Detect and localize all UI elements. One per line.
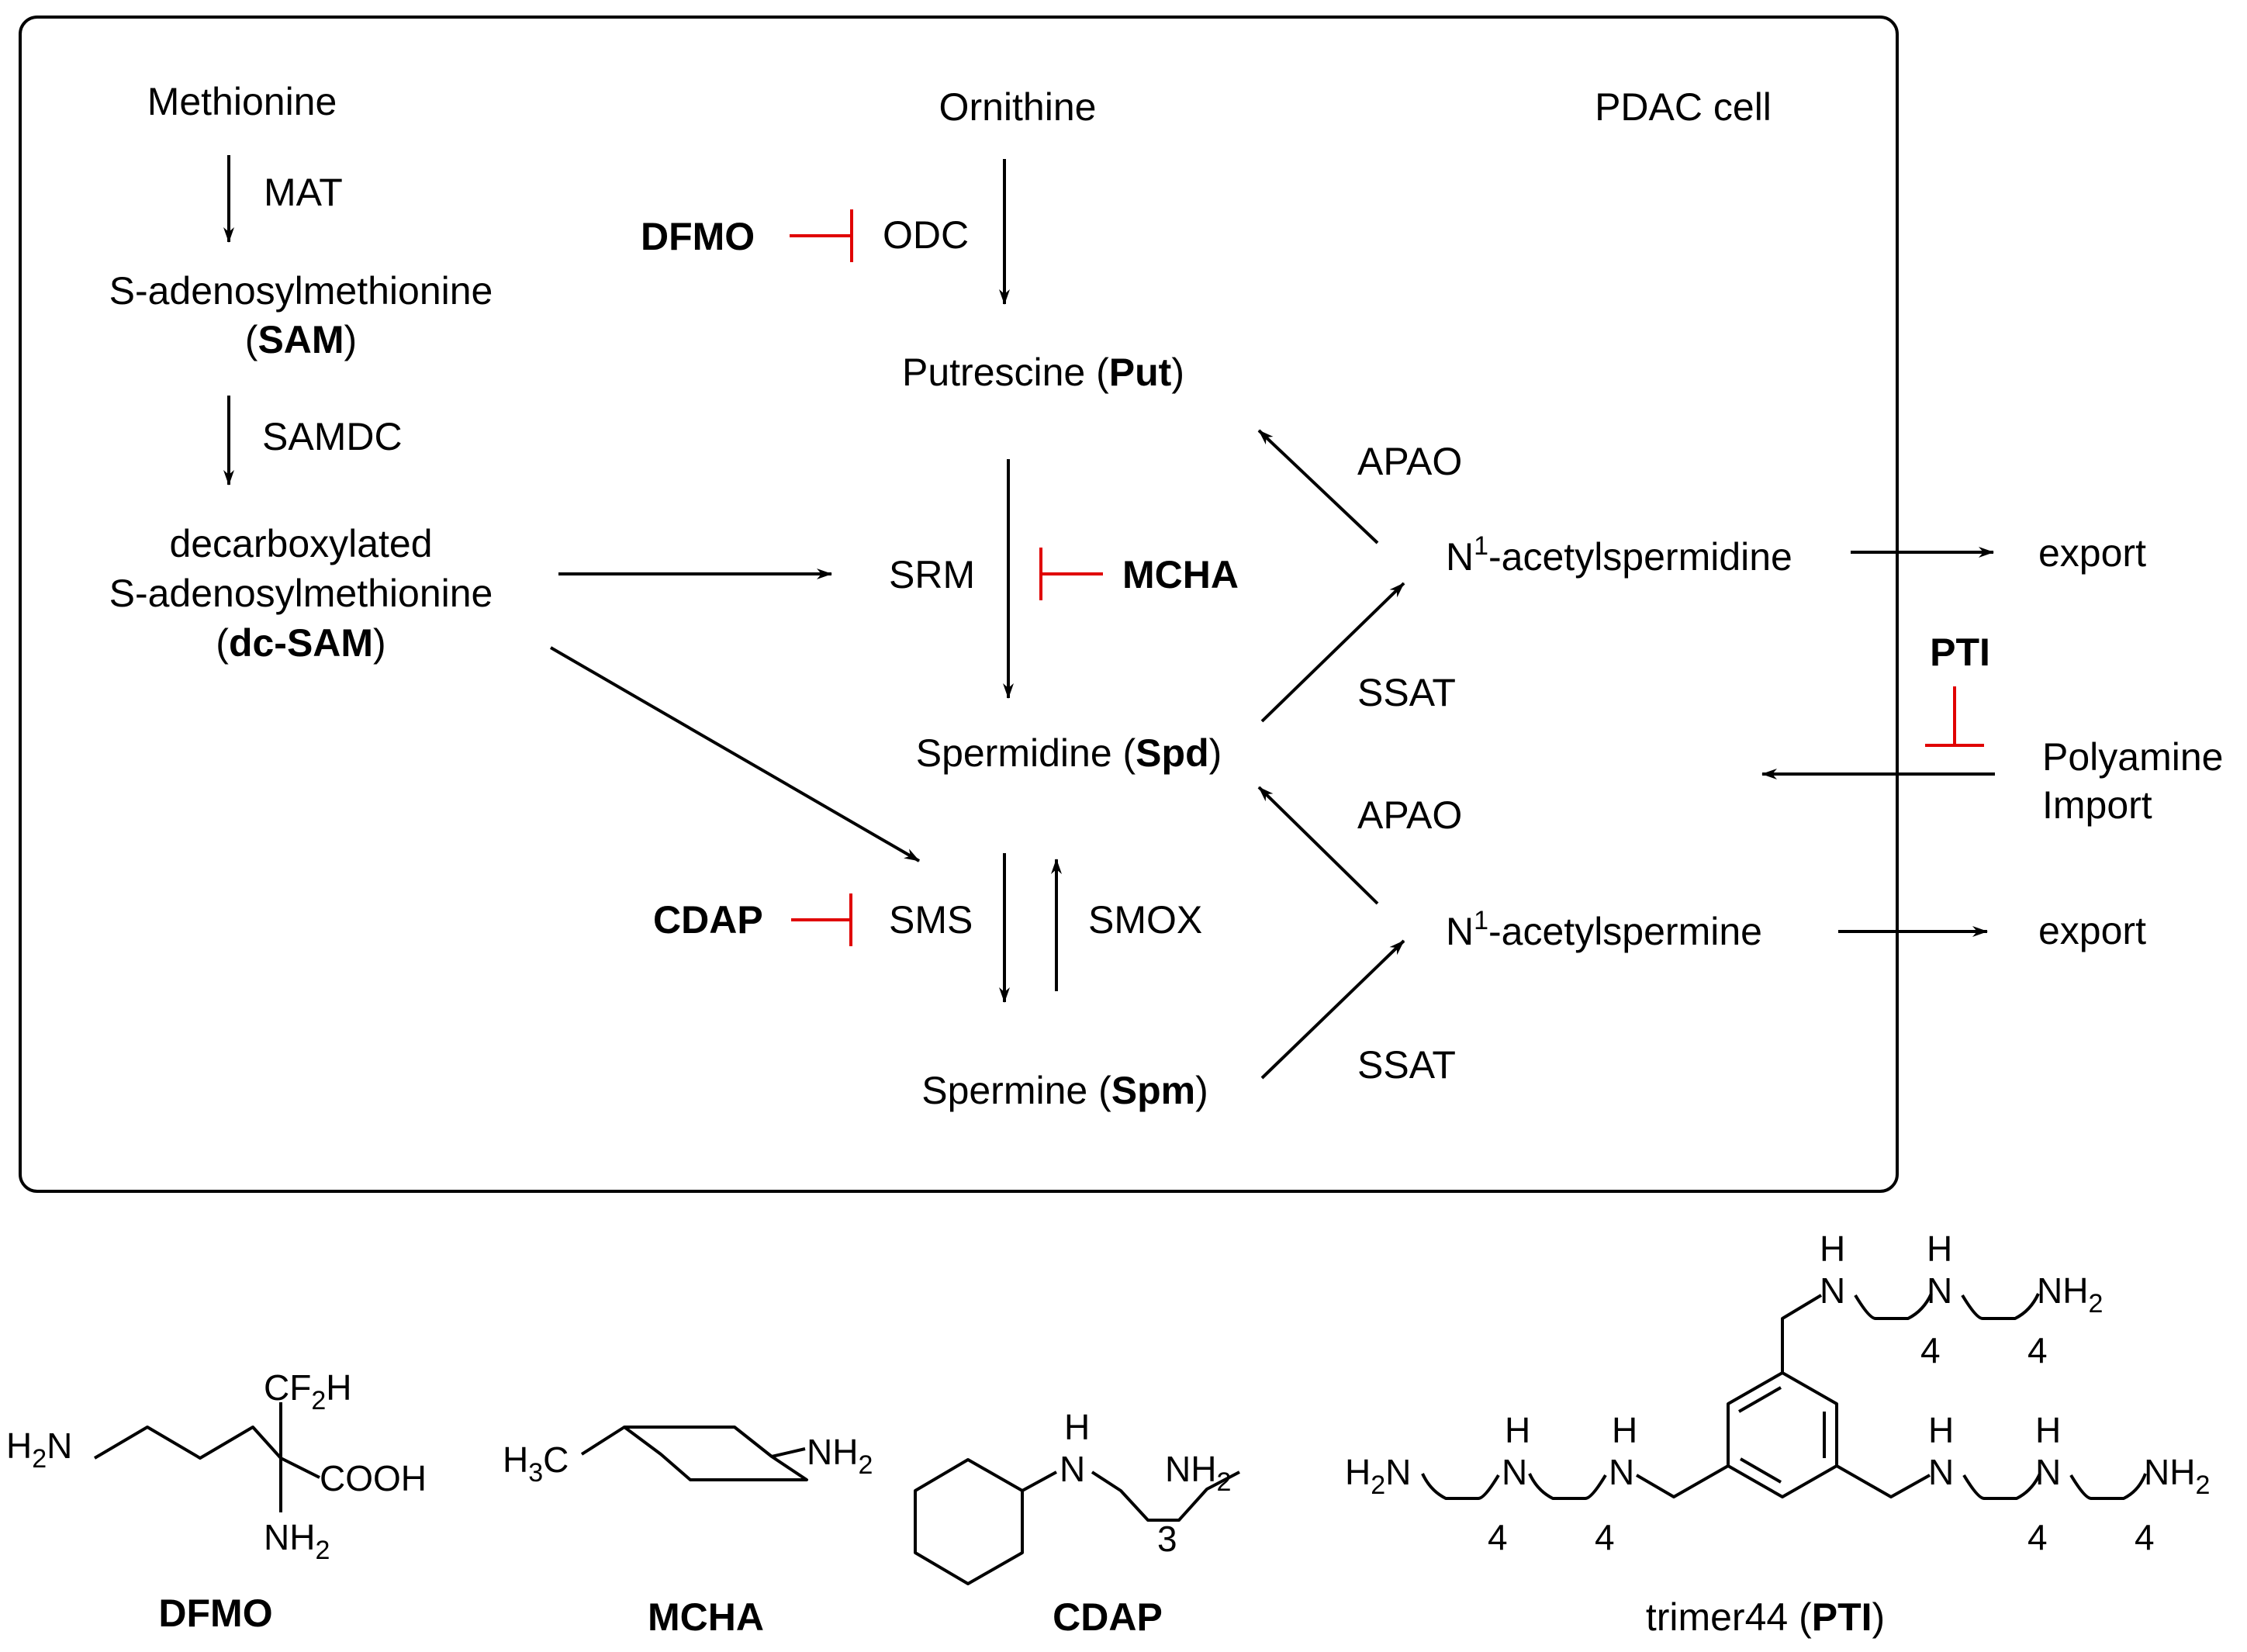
mcha-structure: H3C NH2 MCHA <box>503 1426 873 1639</box>
pti-right-repeat-1: 4 <box>2027 1517 2048 1557</box>
arrow-spermine-to-acetylspermine <box>1260 939 1405 1080</box>
pti-top-arm <box>1781 1294 1823 1373</box>
pti-left-terminal-h2n: H2N <box>1345 1452 1411 1500</box>
export-top-label: export <box>2038 531 2146 575</box>
pti-top-nh-n: N <box>1820 1270 1845 1311</box>
srm-enzyme-label: SRM <box>889 553 975 596</box>
dfmo-nh2-label: NH2 <box>264 1517 330 1565</box>
pti-left-arm <box>1635 1464 1729 1498</box>
mcha-cyclohexane-chair <box>623 1426 808 1481</box>
arrow-dcsam-to-sms <box>549 646 921 862</box>
pti-top-repeat-1: 4 <box>1920 1330 1941 1370</box>
ornithine-label: Ornithine <box>939 85 1097 129</box>
dcsam-label-line2: S-adenosylmethionine <box>109 572 493 615</box>
pti-top-chain-2 <box>1961 1293 2040 1320</box>
pti-left-repeat-1: 4 <box>1595 1517 1615 1557</box>
arrow-acetylspermidine-to-putrescine <box>1257 429 1379 544</box>
pti-structure-name: trimer44 (PTI) <box>1646 1595 1885 1639</box>
apao-top-label: APAO <box>1357 440 1462 483</box>
import-label: Import <box>2042 783 2152 827</box>
sms-enzyme-label: SMS <box>889 898 973 942</box>
pti-top-nh2-n: N <box>1927 1270 1952 1311</box>
mcha-nh2-label: NH2 <box>807 1432 873 1480</box>
pti-benzene-inner-1 <box>1738 1386 1782 1413</box>
n1-acetylspermidine-label: N1-acetylspermidine <box>1446 531 1792 579</box>
dfmo-h2n-label: H2N <box>6 1426 72 1474</box>
cdap-structure: H N NH2 3 CDAP <box>914 1407 1240 1639</box>
pti-right-arm <box>1836 1464 1931 1498</box>
dfmo-skeleton <box>93 1426 282 1460</box>
pti-left-nh2-h: H <box>1505 1410 1530 1450</box>
pti-right-nh2-n: N <box>2035 1452 2061 1492</box>
mcha-structure-name: MCHA <box>648 1595 764 1639</box>
pti-left-nh2-n: N <box>1502 1452 1527 1492</box>
apao-bottom-label: APAO <box>1357 793 1462 837</box>
pti-structure: H N 4 H N 4 NH2 H N 4 H N 4 NH2 H N 4 H … <box>1345 1229 2210 1639</box>
pti-left-chain-2 <box>1421 1473 1500 1501</box>
pti-right-nh-n: N <box>1928 1452 1954 1492</box>
dcsam-label-line1: decarboxylated <box>169 522 432 565</box>
dfmo-structure-name: DFMO <box>158 1592 272 1635</box>
dcsam-abbreviation: (dc-SAM) <box>216 621 385 665</box>
mat-enzyme-label: MAT <box>264 171 343 214</box>
ssat-top-label: SSAT <box>1357 671 1456 714</box>
n1-acetylspermine-label: N1-acetylspermine <box>1446 906 1762 953</box>
dfmo-inhibitor-label: DFMO <box>641 215 755 258</box>
pti-top-chain-1 <box>1854 1293 1933 1320</box>
cdap-cyclohexyl-ring <box>914 1458 1024 1585</box>
cdap-inhibitor-label: CDAP <box>653 898 763 942</box>
cdap-h-label: H <box>1064 1407 1090 1447</box>
dfmo-bond-cooh <box>280 1457 320 1479</box>
pdac-cell-label: PDAC cell <box>1595 85 1772 129</box>
sam-label: S-adenosylmethionine <box>109 269 493 313</box>
mcha-bond-methyl <box>580 1426 626 1456</box>
pti-benzene-ring <box>1727 1371 1838 1498</box>
pti-right-terminal-nh2: NH2 <box>2144 1452 2210 1500</box>
pti-left-chain-1 <box>1528 1473 1607 1501</box>
pti-top-repeat-2: 4 <box>2027 1330 2048 1370</box>
pti-inhibitor-label: PTI <box>1930 631 1990 674</box>
mcha-inhibitor-label: MCHA <box>1122 553 1239 596</box>
samdc-enzyme-label: SAMDC <box>262 415 403 458</box>
ssat-bottom-label: SSAT <box>1357 1043 1456 1087</box>
pti-right-chain-2 <box>2069 1473 2147 1501</box>
cdap-repeat-label: 3 <box>1157 1519 1177 1559</box>
odc-enzyme-label: ODC <box>883 213 969 257</box>
pti-left-nh-n: N <box>1609 1452 1634 1492</box>
cdap-n-label: N <box>1060 1449 1085 1489</box>
dfmo-cf2h-label: CF2H <box>264 1367 351 1415</box>
polyamine-label: Polyamine <box>2042 735 2223 779</box>
pti-right-nh2-h: H <box>2035 1410 2061 1450</box>
putrescine-label: Putrescine (Put) <box>902 351 1184 394</box>
pti-left-nh-h: H <box>1612 1410 1637 1450</box>
pdac-cell-boundary <box>19 16 1899 1193</box>
pti-benzene-inner-3 <box>1740 1457 1782 1484</box>
mcha-bond-amine <box>771 1447 806 1458</box>
sam-abbreviation: (SAM) <box>245 318 357 361</box>
pti-top-nh2-h: H <box>1927 1229 1952 1269</box>
pti-top-nh-h: H <box>1820 1229 1845 1269</box>
pti-left-repeat-2: 4 <box>1488 1517 1508 1557</box>
arrow-spermidine-to-acetylspermidine <box>1260 582 1405 723</box>
dfmo-cooh-label: COOH <box>320 1458 427 1498</box>
pti-right-repeat-2: 4 <box>2135 1517 2155 1557</box>
methionine-label: Methionine <box>147 80 337 123</box>
spermidine-label: Spermidine (Spd) <box>916 731 1222 775</box>
mcha-h3c-label: H3C <box>503 1439 569 1488</box>
cdap-bond-n <box>1022 1471 1057 1492</box>
pti-right-nh-h: H <box>1928 1410 1954 1450</box>
pti-top-terminal-nh2: NH2 <box>2037 1270 2103 1318</box>
cdap-nh2-label: NH2 <box>1165 1449 1231 1497</box>
cdap-structure-name: CDAP <box>1053 1595 1163 1639</box>
cdap-propyl-chain <box>1091 1471 1240 1522</box>
dfmo-structure: CF2H H2N COOH NH2 DFMO <box>6 1367 427 1635</box>
pti-right-chain-1 <box>1962 1473 2041 1501</box>
smox-enzyme-label: SMOX <box>1088 898 1202 942</box>
arrow-acetylspermine-to-spermidine <box>1257 786 1379 905</box>
spermine-label: Spermine (Spm) <box>921 1069 1208 1112</box>
export-bottom-label: export <box>2038 909 2146 952</box>
